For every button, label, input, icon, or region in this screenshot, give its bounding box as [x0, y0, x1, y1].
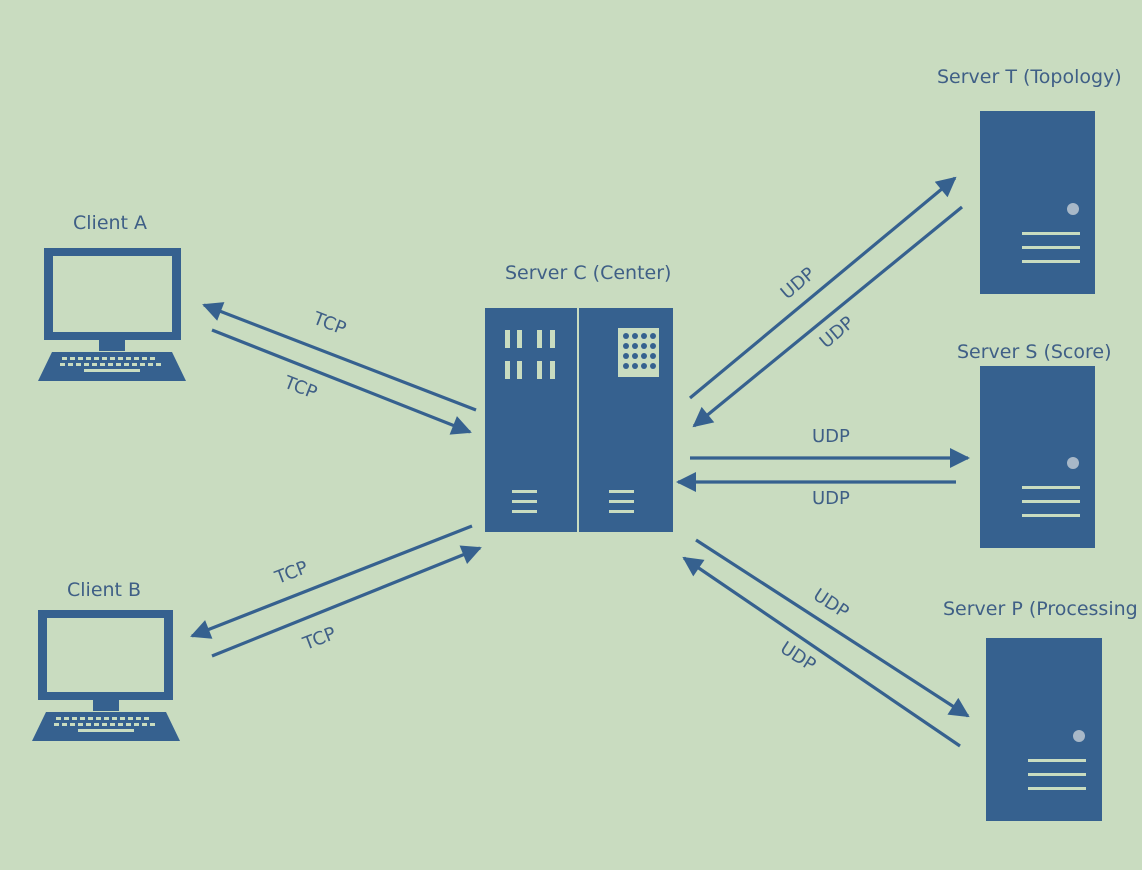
server-p-tower-icon: [986, 638, 1102, 821]
arrow-server-p-to-c: [682, 556, 961, 748]
server-c-rack-icon: [485, 308, 673, 532]
server-s-label: Server S (Score): [957, 341, 1112, 363]
client-a-label: Client A: [73, 212, 148, 234]
link-label-b-to-c: TCP: [299, 623, 339, 655]
link-label-c-to-b: TCP: [271, 557, 311, 589]
server-s-tower-icon: [980, 366, 1095, 548]
server-t-label: Server T (Topology): [937, 66, 1122, 88]
server-p-label: Server P (Processing: [943, 598, 1138, 620]
arrow-c-to-client-b: [190, 524, 473, 639]
client-b-label: Client B: [67, 579, 142, 601]
arrow-client-a-to-c: [211, 328, 472, 435]
client-a-laptop-icon: [38, 248, 186, 381]
link-label-c-to-s: UDP: [812, 426, 850, 447]
arrow-server-t-to-c: [692, 205, 964, 428]
arrow-c-to-server-t: [688, 176, 957, 400]
server-t-tower-icon: [980, 111, 1095, 294]
link-label-a-to-c: TCP: [280, 372, 320, 404]
link-label-p-to-c: UDP: [776, 638, 819, 676]
arrow-c-to-client-a: [202, 302, 477, 412]
arrow-c-to-server-p: [695, 538, 970, 718]
server-c-label: Server C (Center): [505, 262, 672, 284]
client-b-laptop-icon: [32, 610, 180, 741]
link-label-t-to-c: UDP: [816, 312, 859, 353]
link-label-s-to-c: UDP: [812, 488, 850, 509]
arrow-client-b-to-c: [211, 545, 482, 658]
link-label-c-to-a: TCP: [309, 308, 349, 340]
